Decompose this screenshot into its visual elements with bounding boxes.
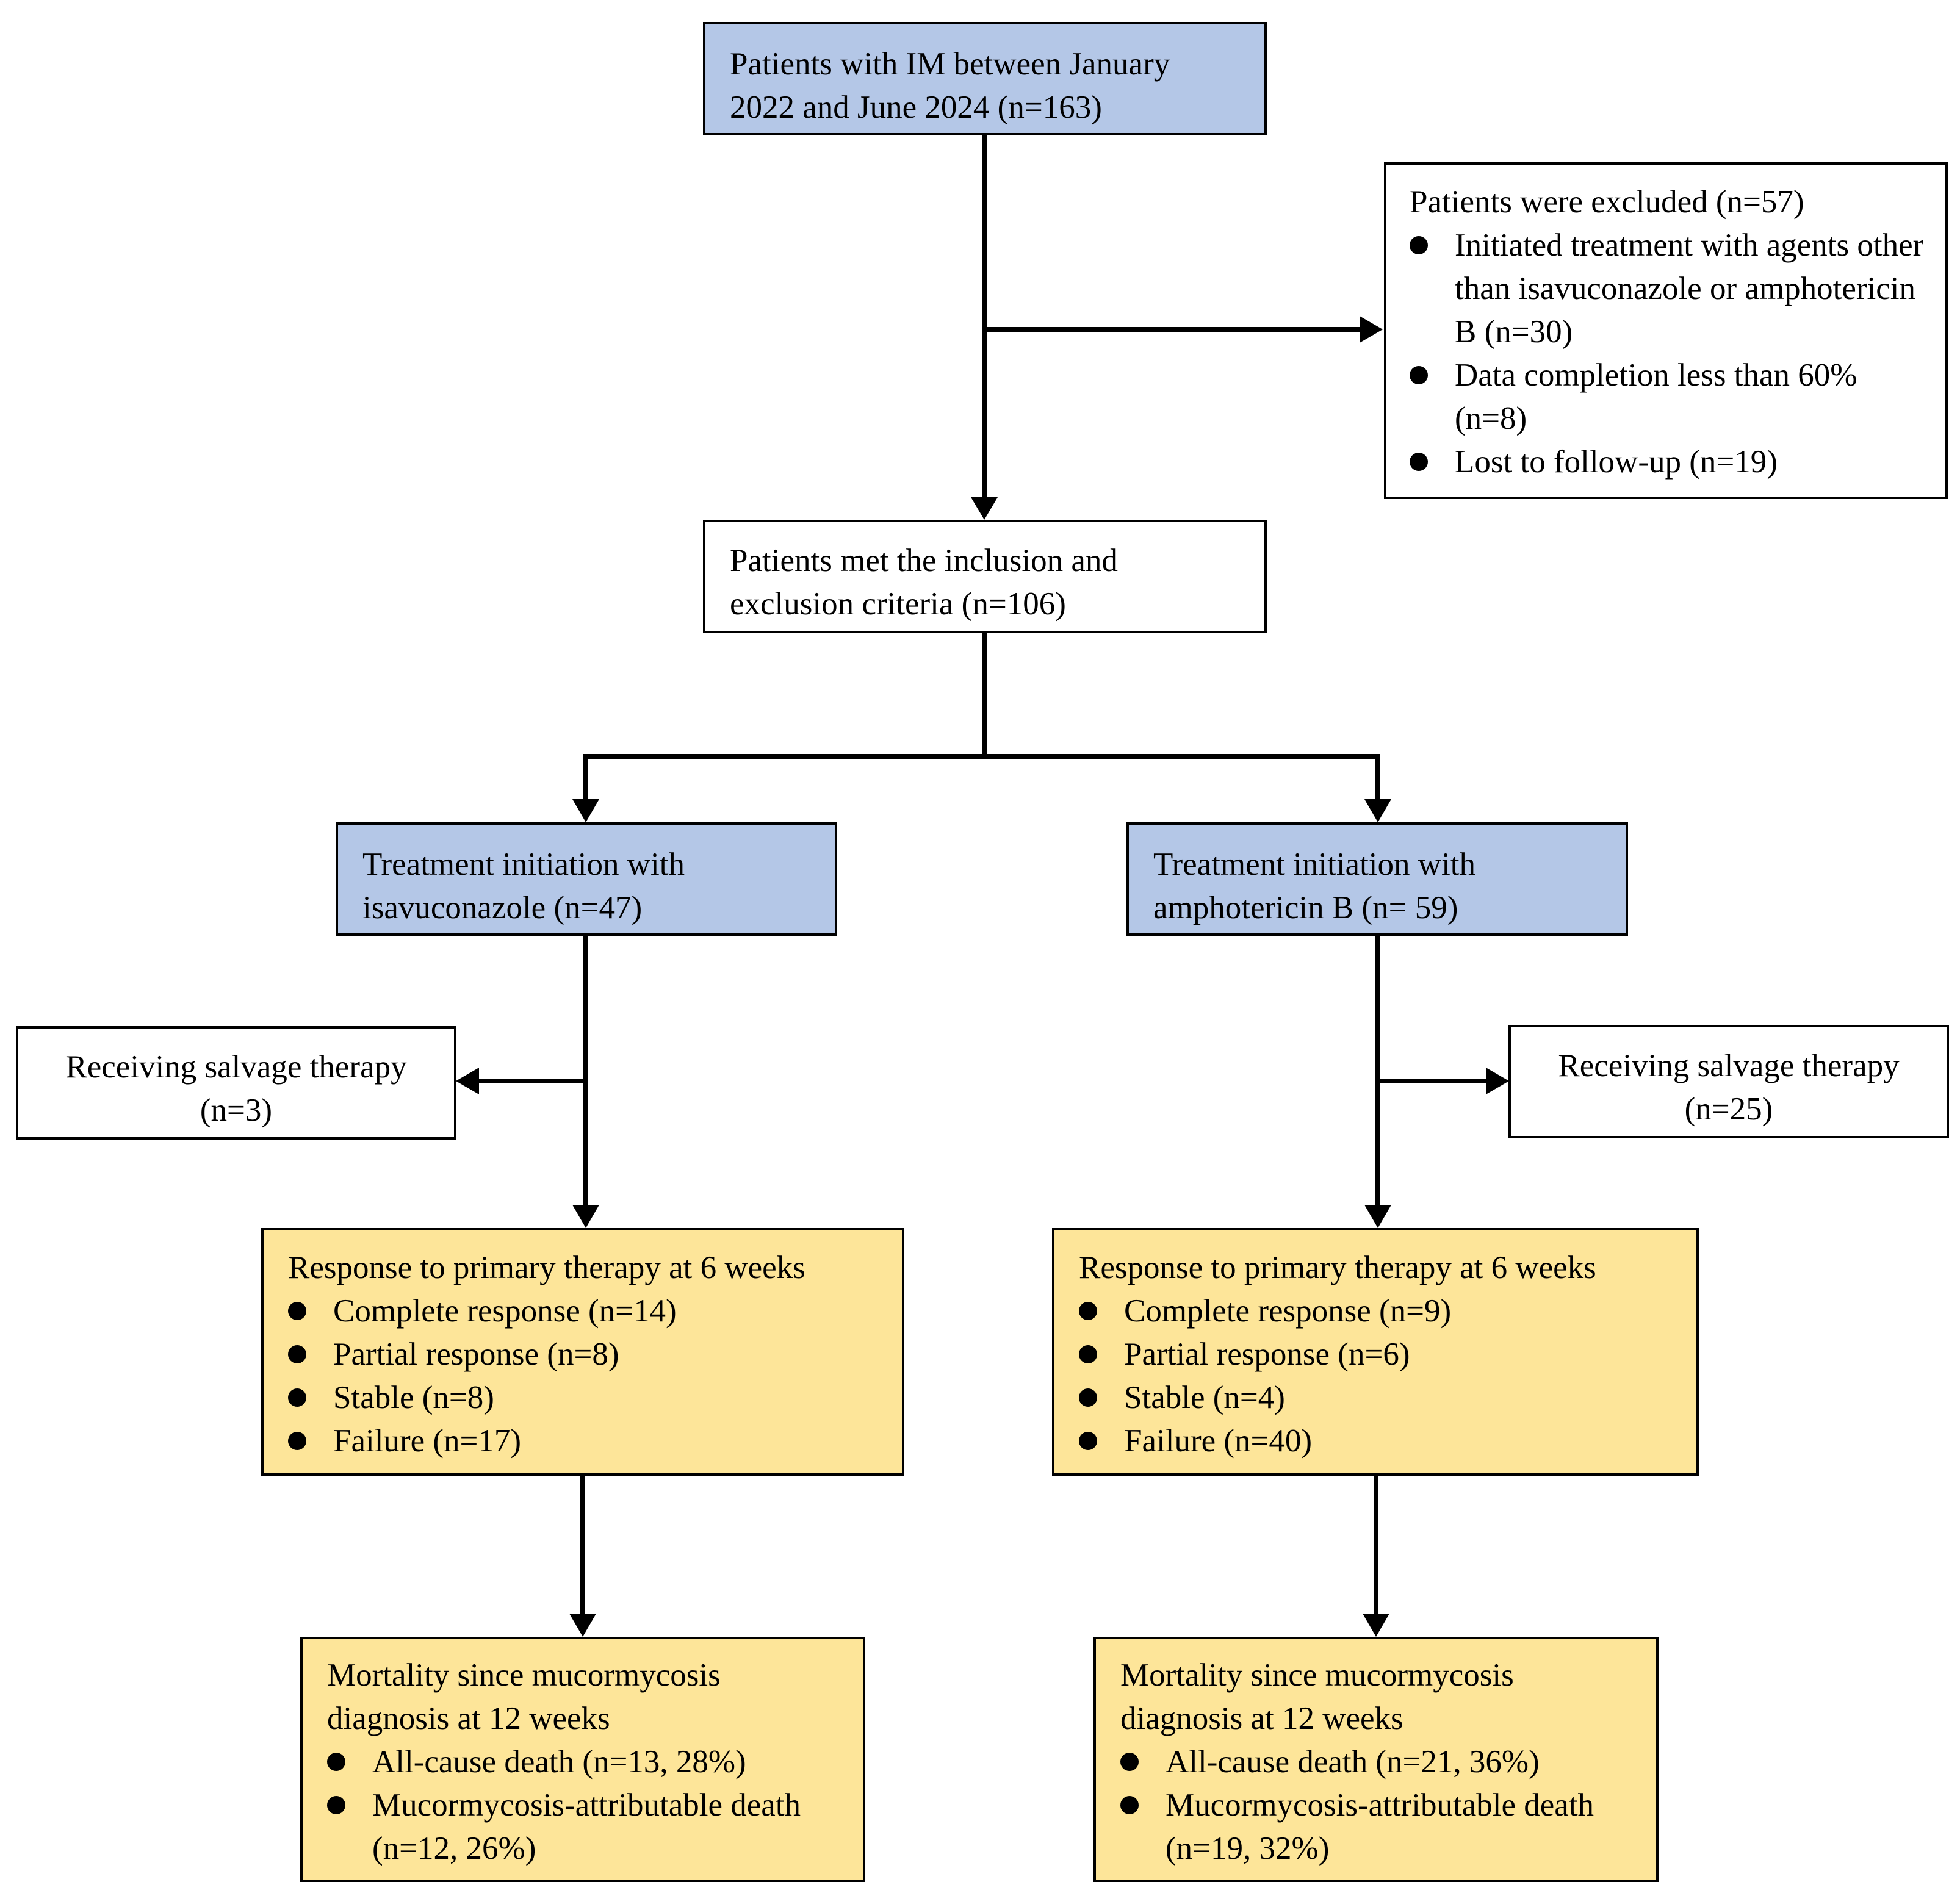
left-treatment-line-2: isavuconazole (n=47) [362, 890, 643, 925]
right-response-complete: Complete response (n=9) [1079, 1290, 1696, 1333]
right-response-title: Response to primary therapy at 6 weeks [1079, 1250, 1596, 1285]
right-response-stable: Stable (n=4) [1079, 1376, 1696, 1420]
arrowhead-right-response [1364, 1205, 1391, 1228]
right-response-failure: Failure (n=40) [1079, 1420, 1696, 1463]
left-response-box: Response to primary therapy at 6 weeks C… [261, 1228, 904, 1476]
left-salvage-line-2: (n=3) [200, 1093, 273, 1128]
arrowhead-eligible [971, 497, 998, 520]
right-treatment-line-1: Treatment initiation with [1153, 847, 1476, 882]
right-salvage-line-2: (n=25) [1684, 1091, 1773, 1127]
left-mortality-list: All-cause death (n=13, 28%) Mucormycosis… [327, 1740, 845, 1870]
arrowhead-right-salvage [1486, 1068, 1509, 1094]
left-response-partial: Partial response (n=8) [288, 1333, 902, 1376]
eligible-line-1: Patients met the inclusion and [730, 543, 1118, 578]
excluded-item-other-agents: Initiated treatment with agents other th… [1410, 224, 1933, 354]
arrowhead-left-response [572, 1205, 599, 1228]
right-mortality-list: All-cause death (n=21, 36%) Mucormycosis… [1120, 1740, 1638, 1870]
excluded-item-lost-follow-up: Lost to follow-up (n=19) [1410, 440, 1933, 484]
arrowhead-right-mortality [1363, 1614, 1389, 1637]
left-response-complete: Complete response (n=14) [288, 1290, 902, 1333]
right-mortality-box: Mortality since mucormycosis diagnosis a… [1093, 1637, 1659, 1882]
left-mortality-all-cause: All-cause death (n=13, 28%) [327, 1740, 845, 1784]
excluded-list: Initiated treatment with agents other th… [1410, 224, 1933, 484]
right-salvage-line-1: Receiving salvage therapy [1558, 1048, 1900, 1083]
left-treatment-box: Treatment initiation with isavuconazole … [336, 822, 837, 936]
left-salvage-box: Receiving salvage therapy (n=3) [16, 1026, 456, 1140]
arrowhead-left-treatment [572, 799, 599, 822]
excluded-item-data-completion: Data completion less than 60% (n=8) [1410, 354, 1933, 440]
left-response-stable: Stable (n=8) [288, 1376, 902, 1420]
right-mortality-all-cause: All-cause death (n=21, 36%) [1120, 1740, 1638, 1784]
left-treatment-line-1: Treatment initiation with [362, 847, 685, 882]
eligible-line-2: exclusion criteria (n=106) [730, 586, 1066, 622]
start-box: Patients with IM between January 2022 an… [703, 22, 1267, 135]
left-mortality-box: Mortality since mucormycosis diagnosis a… [300, 1637, 865, 1882]
right-mortality-attributable: Mucormycosis-attributable death (n=19, 3… [1120, 1784, 1638, 1870]
right-response-list: Complete response (n=9) Partial response… [1079, 1290, 1696, 1463]
left-response-failure: Failure (n=17) [288, 1420, 902, 1463]
line-split-horizontal [583, 754, 1380, 799]
arrowhead-excluded [1360, 316, 1383, 343]
eligible-box: Patients met the inclusion and exclusion… [703, 520, 1267, 633]
right-treatment-line-2: amphotericin B (n= 59) [1153, 890, 1458, 925]
left-mortality-title: Mortality since mucormycosis diagnosis a… [327, 1658, 721, 1736]
right-response-partial: Partial response (n=6) [1079, 1333, 1696, 1376]
start-line-1: Patients with IM between January [730, 46, 1170, 82]
arrowhead-left-mortality [569, 1614, 596, 1637]
start-line-2: 2022 and June 2024 (n=163) [730, 90, 1102, 125]
left-response-list: Complete response (n=14) Partial respons… [288, 1290, 902, 1463]
arrowhead-right-treatment [1364, 799, 1391, 822]
excluded-box: Patients were excluded (n=57) Initiated … [1384, 162, 1948, 499]
arrowhead-left-salvage [456, 1068, 479, 1094]
right-response-box: Response to primary therapy at 6 weeks C… [1052, 1228, 1699, 1476]
left-response-title: Response to primary therapy at 6 weeks [288, 1250, 805, 1285]
right-mortality-title: Mortality since mucormycosis diagnosis a… [1120, 1658, 1514, 1736]
left-salvage-line-1: Receiving salvage therapy [65, 1049, 407, 1085]
right-salvage-box: Receiving salvage therapy (n=25) [1508, 1025, 1949, 1138]
excluded-title: Patients were excluded (n=57) [1410, 184, 1804, 220]
right-treatment-box: Treatment initiation with amphotericin B… [1126, 822, 1628, 936]
left-mortality-attributable: Mucormycosis-attributable death (n=12, 2… [327, 1784, 845, 1870]
